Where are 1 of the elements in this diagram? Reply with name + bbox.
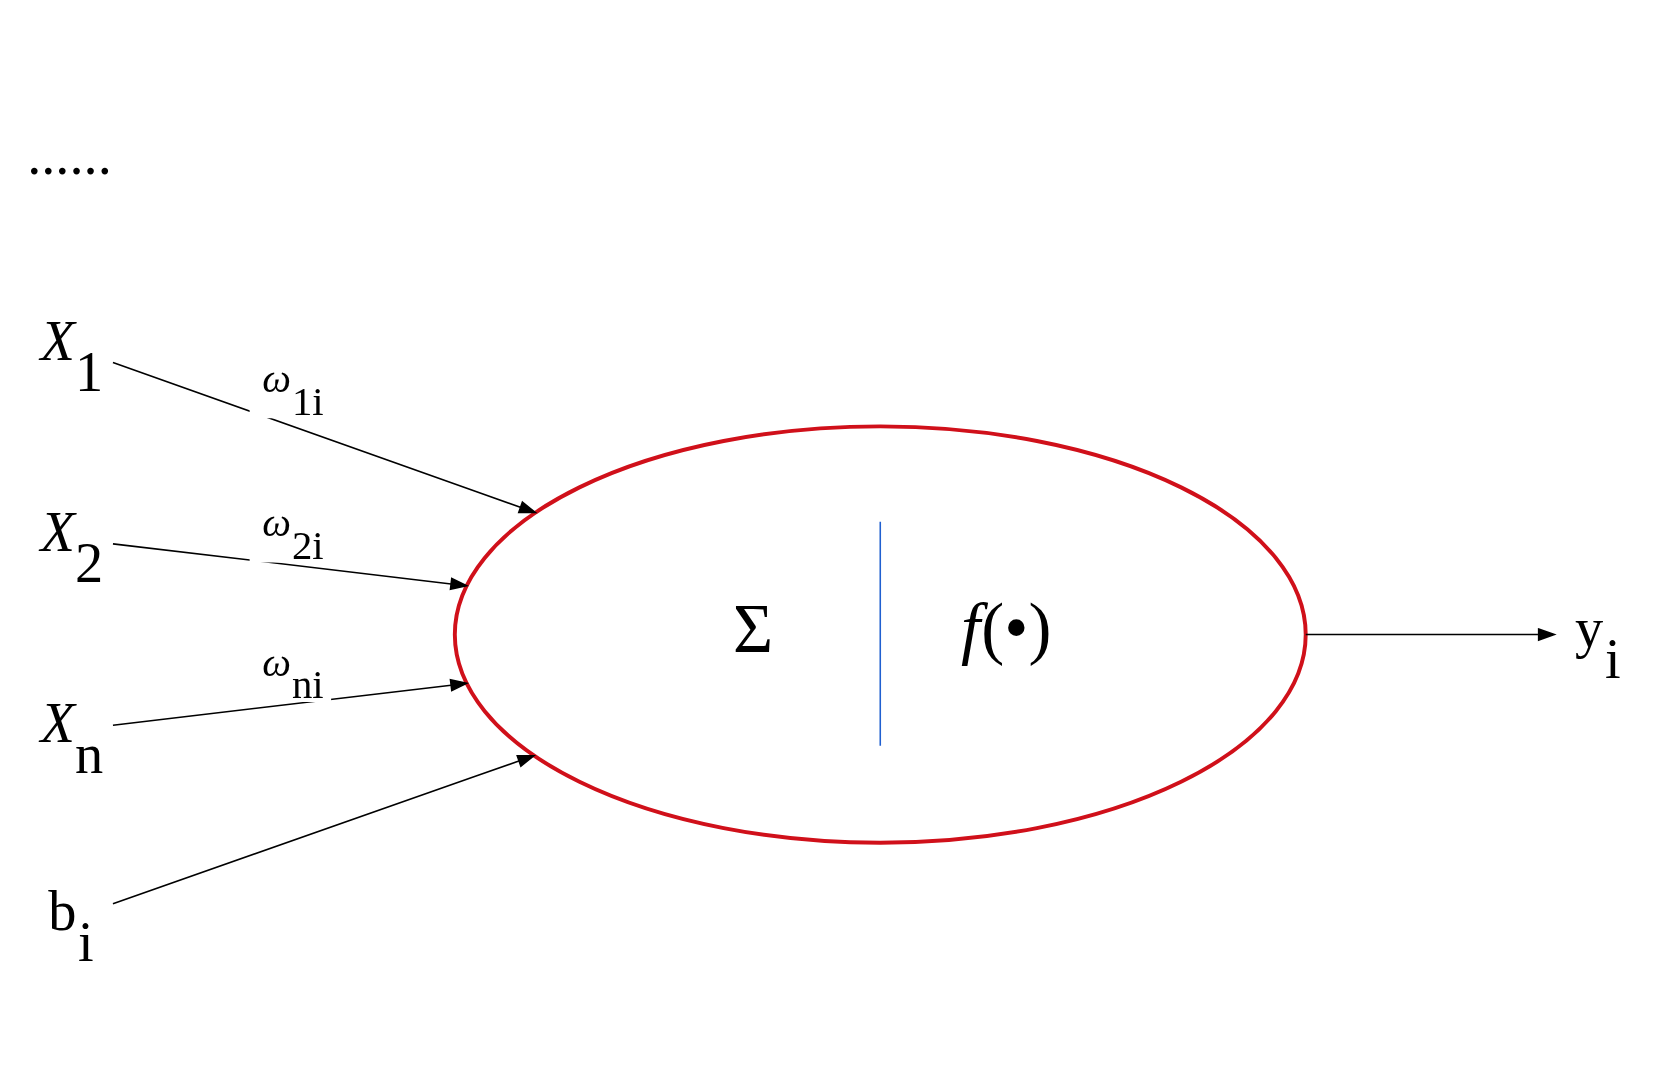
label: ......	[27, 123, 112, 186]
